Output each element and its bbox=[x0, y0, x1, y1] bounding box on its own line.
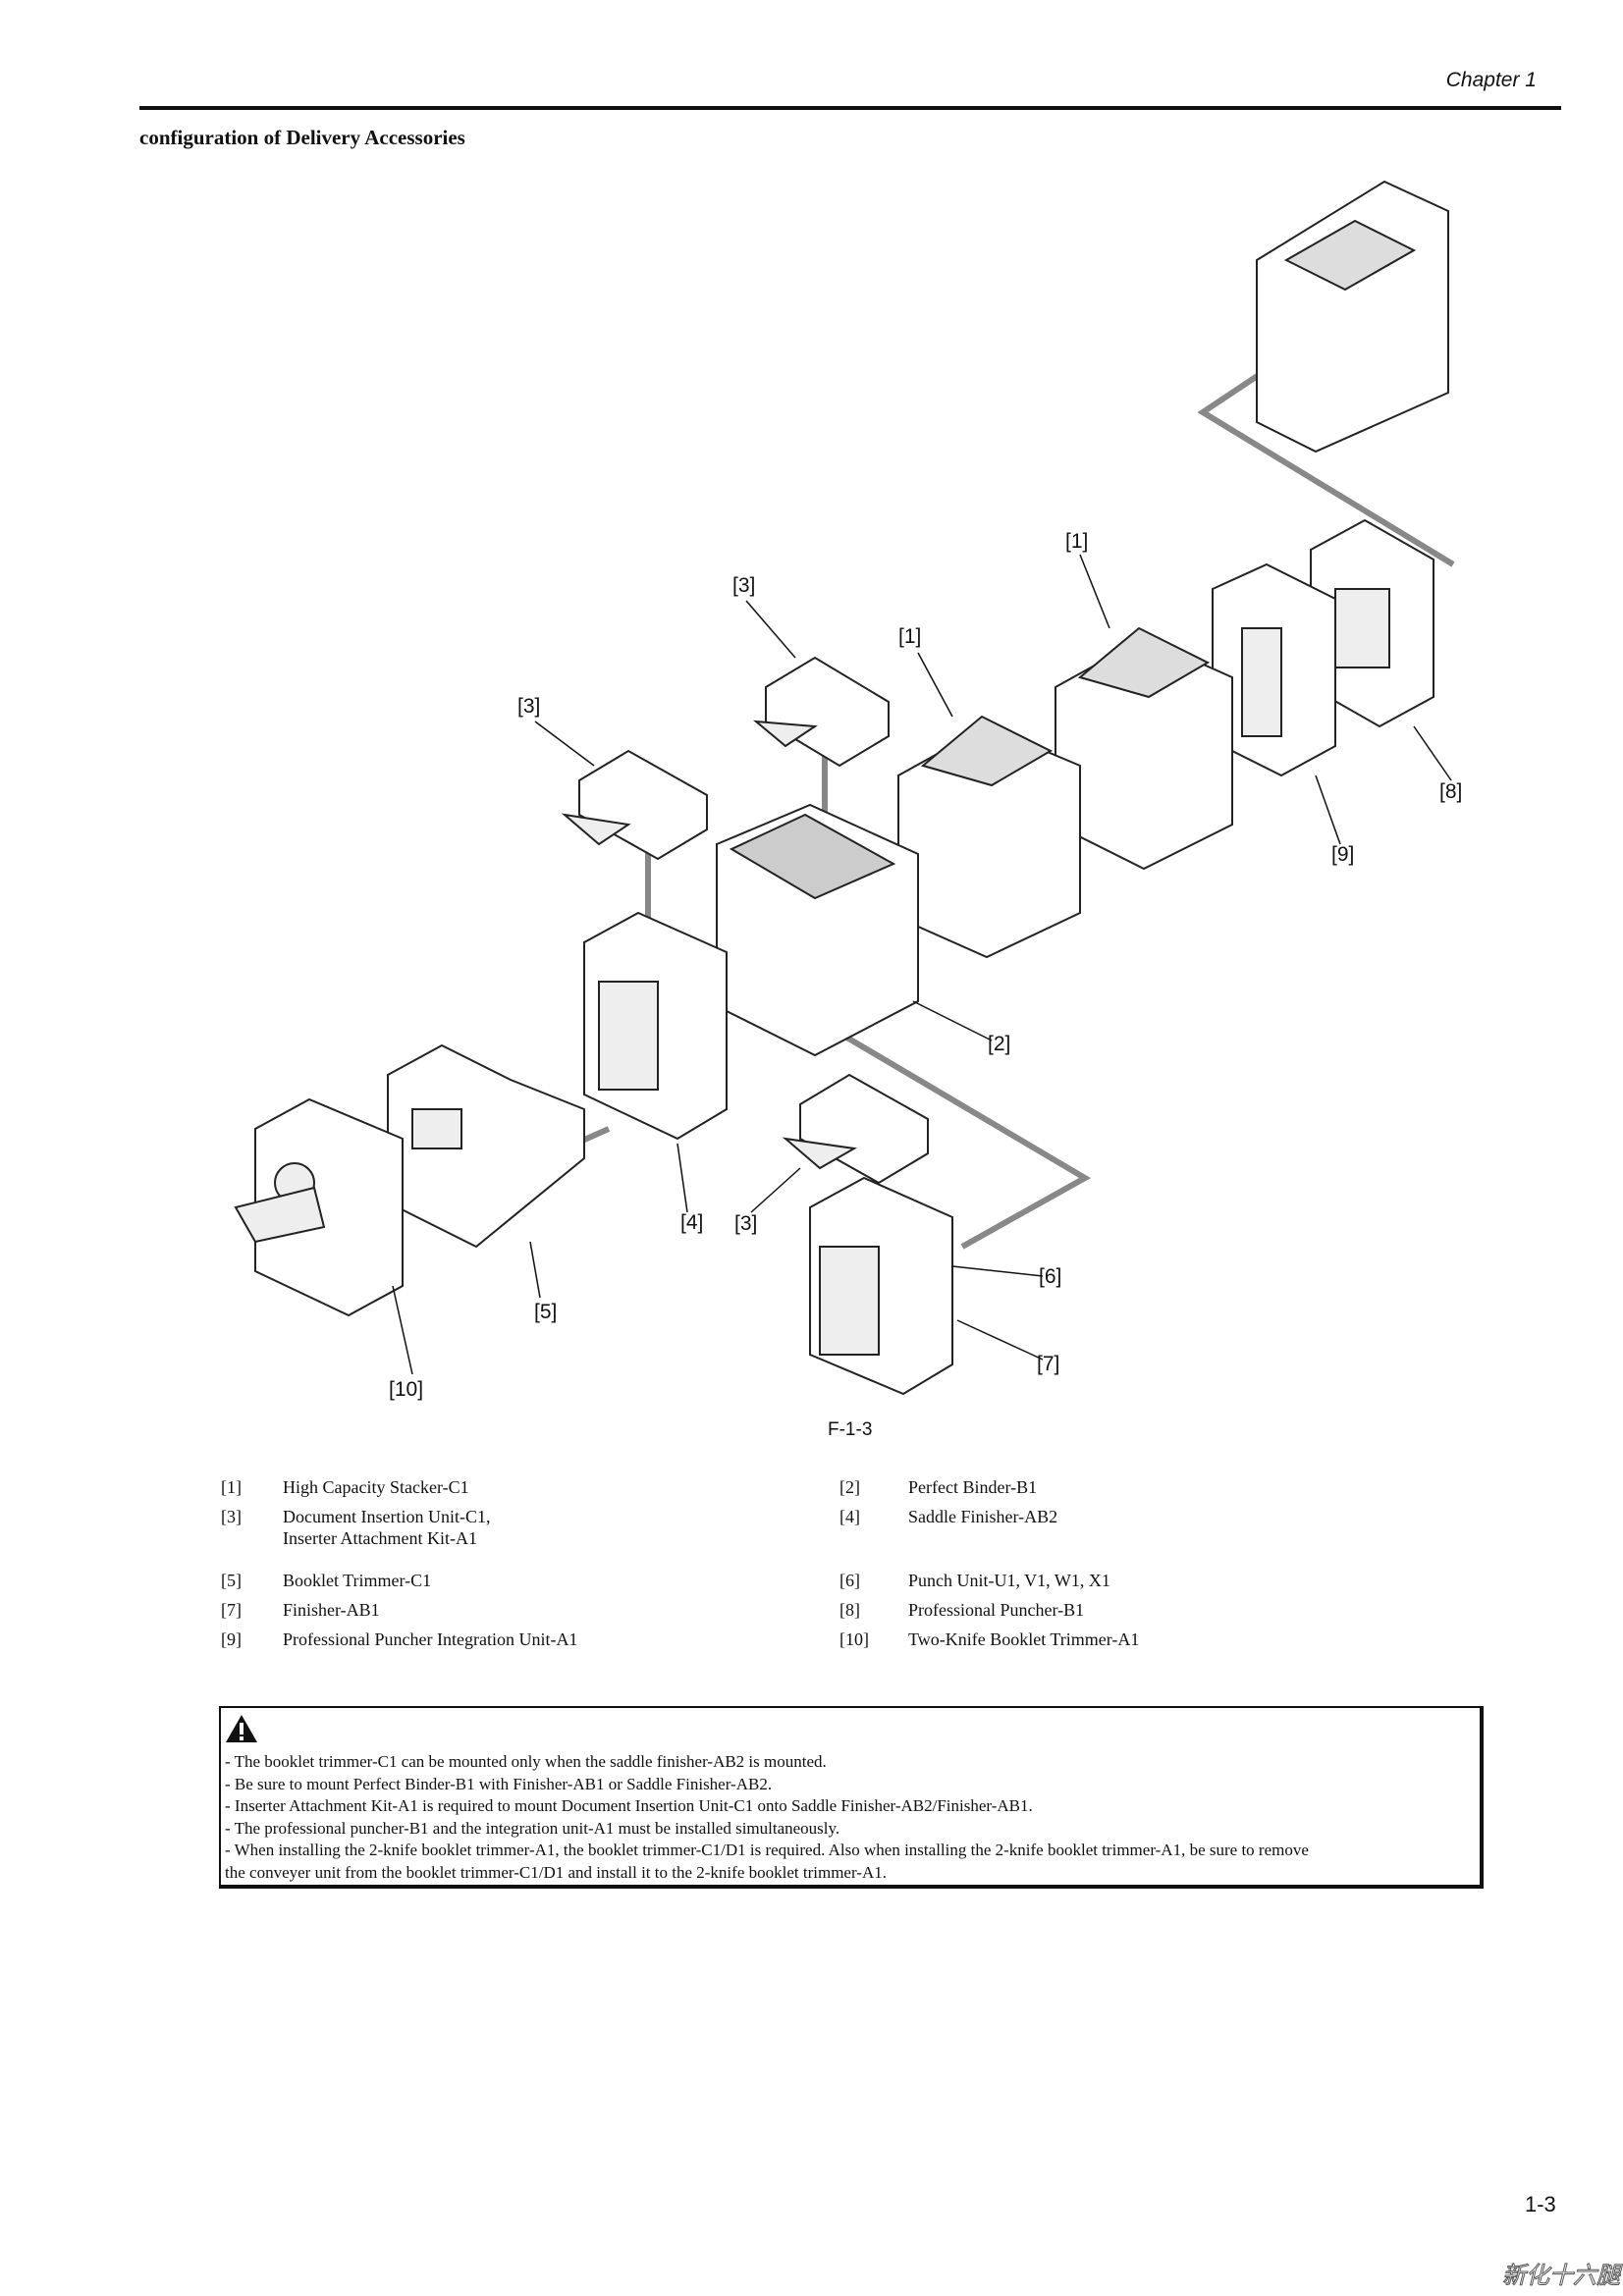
legend-name: Booklet Trimmer-C1 bbox=[283, 1571, 432, 1590]
finisher-illustration bbox=[809, 1176, 953, 1396]
legend-name: High Capacity Stacker-C1 bbox=[283, 1477, 469, 1497]
legend-name: Punch Unit-U1, V1, W1, X1 bbox=[908, 1571, 1110, 1590]
integration-unit-illustration bbox=[1212, 562, 1336, 777]
legend-num: [1] bbox=[221, 1477, 242, 1497]
caution-box: - The booklet trimmer-C1 can be mounted … bbox=[219, 1706, 1484, 1889]
callout-1: [1] bbox=[898, 625, 922, 648]
callout-3: [3] bbox=[734, 1212, 758, 1235]
callout-2: [2] bbox=[988, 1033, 1011, 1055]
callout-8: [8] bbox=[1439, 780, 1463, 803]
legend-num: [10] bbox=[839, 1629, 869, 1649]
callout-10: [10] bbox=[389, 1378, 424, 1401]
stacker-illustration-right bbox=[1055, 626, 1233, 871]
caution-line: - When installing the 2-knife booklet tr… bbox=[225, 1841, 1309, 1859]
main-copier-illustration bbox=[1256, 180, 1449, 454]
legend-num: [4] bbox=[839, 1507, 860, 1526]
callout-6: [6] bbox=[1039, 1265, 1062, 1288]
stacker-illustration-left bbox=[897, 715, 1081, 959]
caution-line: the conveyer unit from the booklet trimm… bbox=[225, 1862, 887, 1882]
delivery-accessories-diagram bbox=[234, 180, 1455, 1396]
legend-name: Finisher-AB1 bbox=[283, 1600, 380, 1620]
caution-line: - The booklet trimmer-C1 can be mounted … bbox=[225, 1752, 827, 1771]
legend-num: [3] bbox=[221, 1507, 242, 1526]
legend-name: Professional Puncher Integration Unit-A1 bbox=[283, 1629, 578, 1649]
inserter-illustration bbox=[782, 1073, 929, 1185]
legend-name: Professional Puncher-B1 bbox=[908, 1600, 1085, 1620]
legend-num: [8] bbox=[839, 1600, 860, 1620]
inserter-illustration bbox=[752, 656, 890, 768]
legend-num: [7] bbox=[221, 1600, 242, 1620]
inserter-illustration bbox=[561, 749, 708, 861]
booklet-trimmer-illustration bbox=[387, 1043, 585, 1249]
legend-num: [6] bbox=[839, 1571, 860, 1590]
legend-name: Inserter Attachment Kit-A1 bbox=[283, 1528, 477, 1548]
header-rule bbox=[139, 106, 1561, 110]
page-number: 1-3 bbox=[1525, 2192, 1556, 2216]
legend-name: Two-Knife Booklet Trimmer-A1 bbox=[908, 1629, 1140, 1649]
callout-9: [9] bbox=[1331, 843, 1355, 866]
legend-name: Perfect Binder-B1 bbox=[908, 1477, 1038, 1497]
callout-1: [1] bbox=[1065, 530, 1089, 553]
legend-num: [9] bbox=[221, 1629, 242, 1649]
caution-line: - Inserter Attachment Kit-A1 is required… bbox=[225, 1796, 1033, 1815]
callout-4: [4] bbox=[680, 1211, 704, 1234]
saddle-finisher-illustration bbox=[583, 911, 728, 1141]
callout-3: [3] bbox=[732, 574, 756, 597]
perfect-binder-illustration bbox=[716, 803, 919, 1057]
section-heading: configuration of Delivery Accessories bbox=[139, 126, 465, 149]
chapter-label: Chapter 1 bbox=[1445, 69, 1537, 91]
figure-number: F-1-3 bbox=[828, 1419, 873, 1440]
legend-name: Document Insertion Unit-C1, bbox=[283, 1507, 491, 1526]
legend-num: [2] bbox=[839, 1477, 860, 1497]
callout-5: [5] bbox=[534, 1301, 558, 1323]
caution-line: - The professional puncher-B1 and the in… bbox=[225, 1818, 840, 1838]
callout-3: [3] bbox=[517, 695, 541, 718]
callout-7: [7] bbox=[1037, 1353, 1060, 1375]
watermark: 新化十六腿 bbox=[1502, 2264, 1621, 2290]
legend-num: [5] bbox=[221, 1571, 242, 1590]
warning-triangle-icon bbox=[226, 1715, 257, 1742]
caution-line: - Be sure to mount Perfect Binder-B1 wit… bbox=[225, 1774, 773, 1793]
two-knife-trimmer-illustration bbox=[234, 1097, 404, 1317]
legend-name: Saddle Finisher-AB2 bbox=[908, 1507, 1058, 1526]
